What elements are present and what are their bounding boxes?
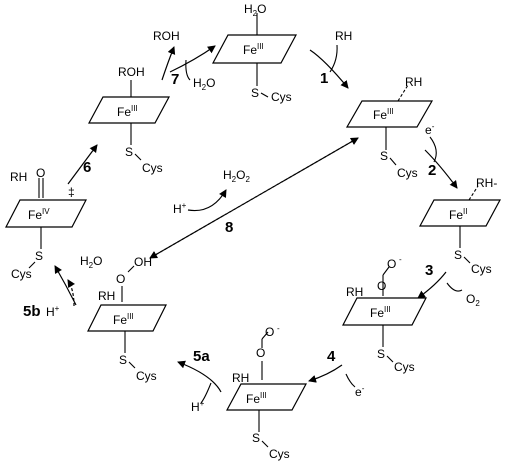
state-substrate-bound-fe-iii: RH FeIII S Cys (345, 75, 434, 180)
svg-text:RH: RH (232, 371, 249, 385)
svg-text:e-: e- (425, 122, 435, 137)
svg-text:S: S (380, 149, 388, 163)
svg-text:O: O (256, 346, 265, 360)
state-product-complex: ROH FeIII S Cys (87, 65, 171, 175)
svg-text:O: O (116, 272, 125, 286)
svg-text:O2: O2 (466, 292, 480, 308)
svg-text:FeIII: FeIII (370, 305, 391, 320)
state-resting-water-bound: H2O FeIII S Cys (211, 2, 298, 104)
svg-text:Cys: Cys (394, 360, 415, 374)
svg-text:8: 8 (225, 219, 233, 236)
svg-text:H2O2: H2O2 (223, 168, 250, 184)
svg-text:S: S (377, 347, 385, 361)
svg-text:H+: H+ (173, 201, 187, 216)
svg-text:RH: RH (335, 29, 352, 43)
svg-text:Cys: Cys (397, 166, 418, 180)
svg-text:OH: OH (134, 255, 152, 269)
step-3-oxygen-binding: 3 O2 (417, 262, 480, 308)
svg-text:2: 2 (428, 162, 436, 179)
svg-text:FeIV: FeIV (28, 207, 50, 222)
svg-text:FeIII: FeIII (117, 104, 138, 119)
svg-text:H2O: H2O (244, 2, 266, 18)
svg-text:7: 7 (171, 71, 179, 88)
svg-text:S: S (454, 248, 462, 262)
svg-text:3: 3 (425, 262, 433, 279)
step-5b-second-protonation: 5b H+ H2O (23, 254, 102, 320)
svg-text:Cys: Cys (136, 369, 157, 383)
svg-text:Cys: Cys (142, 161, 163, 175)
svg-text:FeIII: FeIII (373, 107, 394, 122)
svg-text:5b: 5b (23, 303, 41, 320)
svg-text:RH: RH (346, 285, 363, 299)
svg-text:O: O (265, 325, 274, 339)
svg-text:Cys: Cys (11, 267, 32, 281)
state-ferric-hydroperoxo: O OH RH FeIII S Cys (87, 255, 167, 383)
step-4-second-electron: 4 e- (308, 348, 365, 399)
svg-text:FeII: FeII (449, 207, 467, 222)
svg-text:RH: RH (405, 75, 422, 89)
step-5a-first-protonation: 5a H+ (177, 348, 222, 414)
svg-text:5a: 5a (193, 348, 210, 365)
svg-text:‡: ‡ (68, 185, 75, 199)
svg-text:S: S (252, 431, 260, 445)
state-reduced-fe-ii: RH- FeII S Cys (418, 176, 502, 276)
step-7-product-release: ROH 7 H2O (153, 29, 216, 92)
svg-text:4: 4 (327, 348, 336, 365)
svg-text:RH: RH (98, 289, 115, 303)
step-2-first-electron: e- 2 (424, 122, 458, 189)
svg-text:H2O: H2O (193, 76, 215, 92)
svg-text:-: - (399, 255, 402, 264)
svg-text:-: - (277, 324, 280, 333)
step-1-substrate-binding: RH 1 (309, 29, 352, 89)
svg-text:FeIII: FeIII (243, 42, 264, 57)
svg-text:RH: RH (10, 170, 27, 184)
state-compound-i-fe-iv-oxo: RH O ‡ FeIV S Cys (5, 166, 87, 281)
svg-text:S: S (35, 249, 43, 263)
svg-text:6: 6 (83, 159, 91, 176)
state-ferric-superoxo: O - O RH FeIII S Cys (342, 255, 427, 374)
svg-text:H2O: H2O (80, 254, 102, 270)
svg-text:S: S (119, 353, 127, 367)
svg-text:S: S (251, 86, 259, 100)
state-ferric-peroxo: O O - RH FeIII S Cys (225, 324, 308, 461)
svg-text:ROH: ROH (118, 65, 145, 79)
svg-text:FeIII: FeIII (113, 312, 134, 327)
svg-text:H+: H+ (46, 304, 60, 319)
svg-text:FeIII: FeIII (246, 391, 267, 406)
svg-text:Cys: Cys (269, 447, 290, 461)
svg-text:RH-: RH- (476, 176, 497, 190)
svg-text:S: S (125, 145, 133, 159)
svg-text:ROH: ROH (153, 29, 180, 43)
svg-text:Cys: Cys (271, 90, 292, 104)
svg-text:1: 1 (320, 70, 328, 87)
svg-text:Cys: Cys (471, 262, 492, 276)
svg-text:O: O (377, 279, 386, 293)
svg-text:O: O (387, 257, 396, 271)
step-8-peroxide-shunt: H2O2 H+ 8 (149, 137, 359, 259)
svg-text:e-: e- (355, 384, 365, 399)
step-6-oxygen-rebound: 6 (67, 144, 98, 185)
svg-text:O: O (36, 166, 45, 180)
svg-text:H+: H+ (191, 399, 205, 414)
